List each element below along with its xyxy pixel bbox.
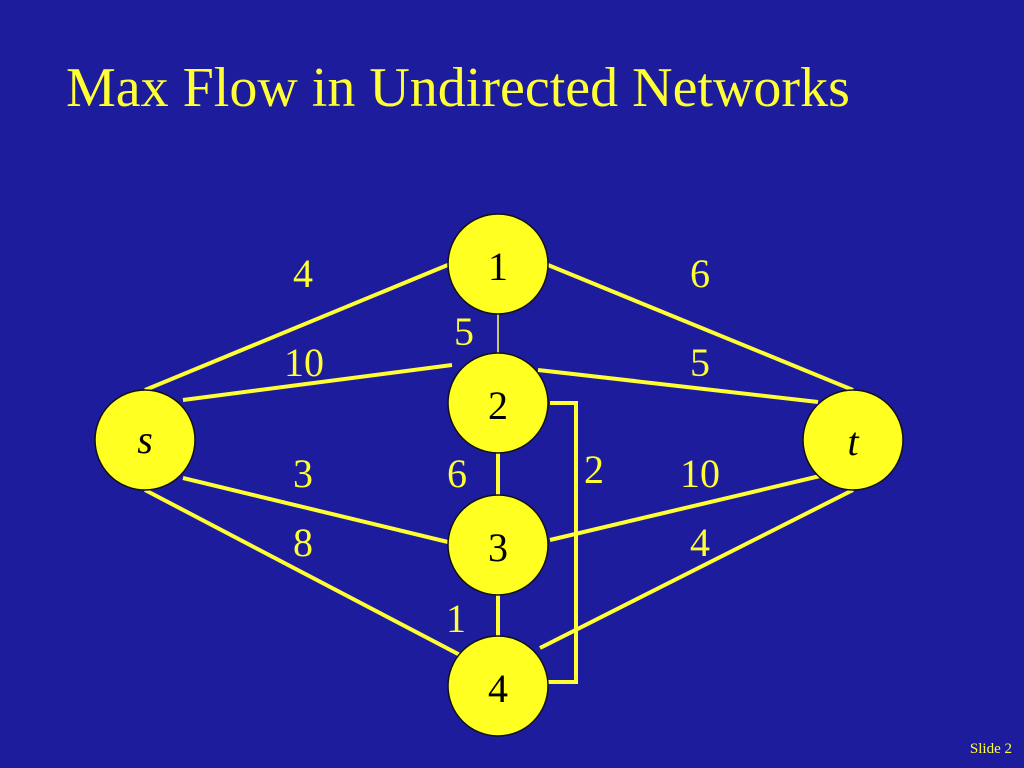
edge-2-t — [537, 368, 819, 404]
edge-s-4 — [144, 488, 461, 657]
node-1-circle — [447, 213, 549, 315]
node-3-label: 3 — [488, 525, 508, 570]
node-3: 3 — [447, 494, 549, 596]
capacity-2-t: 5 — [690, 340, 710, 385]
capacity-4-t: 4 — [690, 520, 710, 565]
node-t-label: t — [847, 419, 859, 464]
node-4-label: 4 — [488, 666, 508, 711]
capacity-3-t: 10 — [680, 451, 720, 496]
capacity-3-4: 1 — [446, 596, 466, 641]
edge-s-1 — [144, 260, 456, 392]
edge-3-t — [549, 474, 821, 542]
capacity-labels: 4 6 5 10 5 3 6 2 10 8 4 1 — [284, 251, 720, 641]
edge-4-t — [539, 488, 854, 650]
edges — [144, 260, 854, 684]
slide-number: Slide 2 — [969, 741, 1012, 757]
capacity-s-3: 3 — [293, 451, 313, 496]
edge-s-2 — [182, 363, 453, 402]
edge-s-3 — [182, 476, 453, 545]
edge-2-4 — [548, 401, 578, 684]
node-2: 2 — [447, 352, 549, 454]
capacity-2-3: 6 — [447, 451, 467, 496]
capacity-s-4: 8 — [293, 520, 313, 565]
capacity-1-2: 5 — [454, 309, 474, 354]
capacity-s-1: 4 — [293, 251, 313, 296]
edge-1-t — [547, 263, 854, 392]
node-s: s — [94, 389, 196, 491]
capacity-2-4: 2 — [584, 447, 604, 492]
node-4: 4 — [447, 635, 549, 737]
node-1-label: 1 — [488, 244, 508, 289]
node-t: t — [802, 389, 904, 491]
node-2-circle — [447, 352, 549, 454]
node-3-circle — [447, 494, 549, 596]
node-s-label: s — [137, 417, 153, 462]
node-1: 1 — [447, 213, 549, 315]
node-t-circle — [802, 389, 904, 491]
nodes: 1 2 s t 3 4 — [94, 213, 904, 737]
slide-title: Max Flow in Undirected Networks — [66, 57, 850, 119]
node-4-circle — [447, 635, 549, 737]
node-2-label: 2 — [488, 383, 508, 428]
node-s-circle — [94, 389, 196, 491]
capacity-s-2: 10 — [284, 340, 324, 385]
capacity-1-t: 6 — [690, 251, 710, 296]
